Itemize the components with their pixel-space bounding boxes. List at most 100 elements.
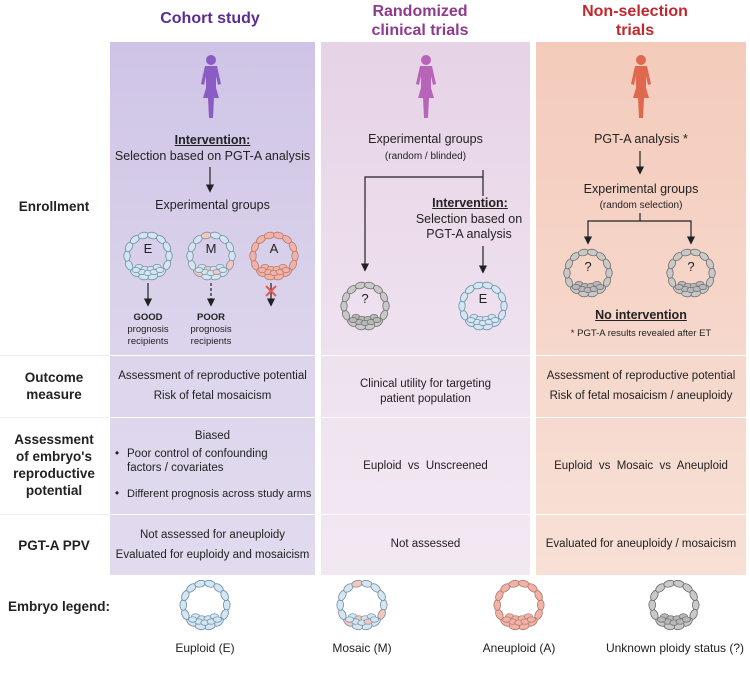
embryo-cell	[225, 241, 234, 253]
good-prognosis-label: GOOD prognosis recipients	[120, 312, 176, 348]
rct-title-line2: clinical trials	[371, 22, 469, 39]
person-icon	[416, 55, 436, 118]
rct-intervention-line2: PGT-A analysis	[426, 227, 512, 241]
nonsel-outcome-1: Assessment of reproductive potential	[546, 370, 736, 382]
embryo-cell	[534, 590, 543, 602]
good-recipients: recipients	[127, 336, 169, 347]
embryo-label-a: A	[269, 241, 279, 256]
rct-intervention-line1: Selection based on	[415, 212, 523, 226]
rct-groups-sub: (random / blinded)	[384, 151, 467, 162]
legend-embryo-mosaic-icon	[336, 579, 388, 631]
inner-cell-mass	[595, 284, 605, 290]
embryo-cell	[379, 291, 388, 303]
row-label-assessment-line1: Assessment	[14, 432, 94, 447]
person-icon	[631, 55, 651, 118]
embryo-cell	[602, 258, 611, 270]
arrow-blocked-icon	[265, 283, 277, 307]
good-bold: GOOD	[133, 312, 163, 323]
arrow-icon	[143, 283, 153, 307]
nonsel-column	[536, 42, 746, 575]
nonsel-branch-arrows	[583, 213, 696, 245]
inner-cell-mass	[674, 284, 684, 290]
inner-cell-mass	[698, 284, 708, 290]
inner-cell-mass	[571, 284, 581, 290]
inner-cell-mass	[681, 616, 691, 623]
inner-cell-mass	[369, 616, 379, 623]
embryo-label-unknown: ?	[361, 291, 369, 306]
nonsel-analysis: PGT-A analysis *	[594, 132, 688, 146]
embryo-cell	[689, 590, 698, 602]
cohort-ppv-1: Not assessed for aneuploidy	[139, 529, 286, 541]
inner-cell-mass	[345, 616, 355, 623]
rct-branch-arrows	[360, 170, 484, 272]
poor-recipients: recipients	[190, 336, 232, 347]
rct-ppv: Not assessed	[390, 538, 461, 550]
embryo-label-unknown: ?	[687, 259, 695, 274]
inner-cell-mass	[194, 267, 204, 273]
rct-intervention-title: Intervention:	[432, 196, 508, 210]
inner-cell-mass	[188, 616, 198, 623]
cohort-assess-b1: Poor control of confounding factors / co…	[127, 447, 268, 475]
embryo-cell	[705, 258, 714, 270]
legend-embryo-aneuploid-icon	[493, 579, 545, 631]
poor-prognosis-label: POOR prognosis recipients	[183, 312, 239, 348]
embryo-cell	[493, 599, 501, 611]
embryo-label-e: E	[143, 241, 153, 256]
cohort-groups: Experimental groups	[155, 198, 270, 212]
embryo-cell	[537, 599, 545, 611]
person-icon	[201, 55, 221, 118]
embryo-cell	[648, 599, 656, 611]
inner-cell-mass	[212, 616, 222, 623]
cohort-outcome-2: Risk of fetal mosaicism	[153, 390, 272, 402]
inner-cell-mass	[657, 616, 667, 623]
rct-title-line1: Randomized	[372, 3, 468, 20]
cohort-intervention-text: Selection based on PGT-A analysis	[114, 149, 311, 163]
cohort-column	[110, 42, 315, 575]
nonsel-groups: Experimental groups	[583, 182, 699, 196]
inner-cell-mass	[526, 616, 536, 623]
inner-cell-mass	[502, 616, 512, 623]
rct-outcome-line1: Clinical utility for targeting	[359, 378, 492, 390]
inner-cell-mass	[155, 267, 165, 273]
nonsel-assess: Euploid vs Mosaic vs Aneuploid	[554, 460, 728, 472]
embryo-cell	[223, 599, 231, 611]
embryo-label-e: E	[478, 291, 488, 306]
nonsel-no-intervention: No intervention	[595, 308, 687, 322]
inner-cell-mass	[348, 317, 358, 323]
inner-cell-mass	[257, 267, 267, 273]
poor-prognosis: prognosis	[190, 324, 232, 335]
embryo-label-unknown: ?	[584, 259, 592, 274]
cohort-assess-head: Biased	[194, 430, 231, 442]
legend-label-mosaic: Mosaic (M)	[332, 641, 392, 655]
row-separator	[110, 417, 750, 418]
cohort-assess-b2: Different prognosis across study arms	[127, 488, 312, 500]
arrow-icon	[635, 151, 645, 175]
inner-cell-mass	[281, 267, 291, 273]
bullet-icon: •	[115, 448, 120, 460]
poor-bold: POOR	[197, 312, 225, 323]
legend-label-unknown: Unknown ploidy status (?)	[605, 641, 745, 655]
rct-intervention-text: Selection based on PGT-A analysis	[406, 212, 532, 242]
legend-label-euploid: Euploid (E)	[175, 641, 235, 655]
arrow-dashed-icon	[206, 283, 216, 307]
embryo-icon-euploid	[123, 231, 173, 281]
rct-outcome-line2: patient population	[380, 393, 471, 405]
embryo-cell	[220, 590, 229, 602]
embryo-cell	[380, 599, 388, 611]
cohort-ppv-2: Evaluated for euploidy and mosaicism	[115, 549, 310, 561]
row-label-outcome-line2: measure	[26, 387, 82, 402]
embryo-cell	[162, 241, 171, 253]
row-label-assessment-line4: potential	[25, 483, 83, 498]
row-label-ppv: PGT-A PPV	[18, 538, 90, 553]
inner-cell-mass	[466, 317, 476, 323]
row-separator	[110, 514, 750, 515]
nonsel-title: Non-selection trials	[535, 2, 735, 40]
row-label-enrollment: Enrollment	[18, 199, 90, 214]
legend-embryo-unknown-icon	[648, 579, 700, 631]
row-label-outcome-line1: Outcome	[24, 370, 84, 385]
embryo-cell	[692, 599, 700, 611]
row-separator	[110, 355, 750, 356]
embryo-cell	[497, 291, 506, 303]
row-label-assessment-line2: of embryo's	[16, 449, 92, 464]
cohort-title: Cohort study	[160, 10, 260, 27]
